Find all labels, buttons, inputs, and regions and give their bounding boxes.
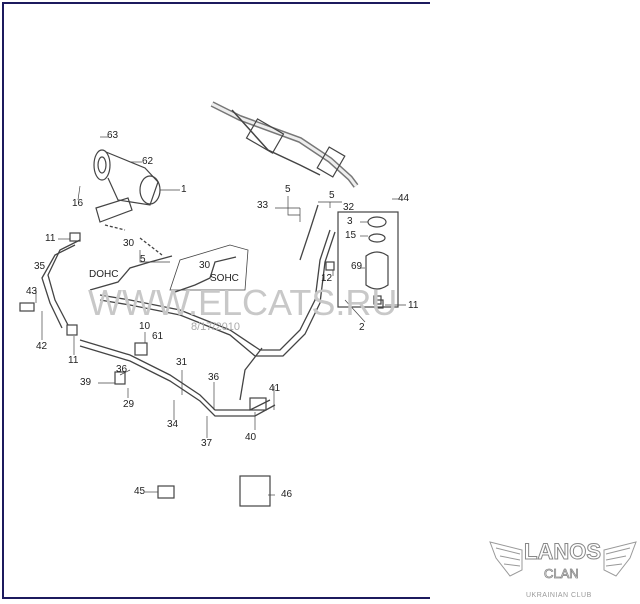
watermark: WWW.ELCATS.RU — [88, 282, 398, 323]
callout-5: 5 — [329, 190, 335, 201]
callout-30: 30 — [123, 238, 135, 249]
callout-61: 61 — [152, 331, 164, 342]
logo-title: LANOS — [524, 539, 602, 564]
lanos-clan-logo: LANOS CLAN UKRAINIAN CLUB — [486, 536, 640, 604]
callout-15: 15 — [345, 230, 357, 241]
callout-46: 46 — [281, 489, 293, 500]
callout-41: 41 — [269, 383, 281, 394]
callout-42: 42 — [36, 341, 48, 352]
callout-11: 11 — [45, 233, 56, 244]
callout-44: 44 — [398, 193, 410, 204]
callout-2: 2 — [359, 322, 365, 333]
callout-43: 43 — [26, 286, 38, 297]
callout-36: 36 — [116, 364, 128, 375]
callout-30: 30 — [199, 260, 211, 271]
pump — [93, 149, 161, 223]
callout-40: 40 — [245, 432, 257, 443]
callout-35: 35 — [34, 261, 46, 272]
callout-1: 1 — [181, 184, 187, 195]
callout-39: 39 — [80, 377, 92, 388]
logo-subtitle: CLAN — [544, 566, 579, 581]
callout-16: 16 — [72, 198, 84, 209]
callout-12: 12 — [321, 273, 333, 284]
diagram-date: 8/17/2010 — [191, 321, 240, 333]
label-dohc: DOHC — [89, 269, 119, 280]
callout-34: 34 — [167, 419, 179, 430]
callout-45: 45 — [134, 486, 146, 497]
callout-31: 31 — [176, 357, 188, 368]
logo-tagline: UKRAINIAN CLUB — [526, 592, 592, 599]
wings-icon — [489, 541, 637, 577]
callout-10: 10 — [139, 321, 151, 332]
callout-29: 29 — [123, 399, 135, 410]
callout-3: 3 — [347, 216, 353, 227]
steering-gear — [210, 101, 359, 188]
leader-lines — [35, 136, 406, 496]
label-sohc: SOHC — [210, 273, 239, 284]
callout-11: 11 — [408, 300, 419, 311]
callout-37: 37 — [201, 438, 213, 449]
callout-36: 36 — [208, 372, 220, 383]
diagram-frame — [2, 2, 430, 599]
callout-5: 5 — [140, 254, 146, 265]
callout-63: 63 — [107, 130, 119, 141]
callout-69: 69 — [351, 261, 363, 272]
callout-32: 32 — [343, 202, 355, 213]
callout-62: 62 — [142, 156, 154, 167]
callout-33: 33 — [257, 200, 269, 211]
callout-5: 5 — [285, 184, 291, 195]
callout-11: 11 — [68, 355, 79, 366]
